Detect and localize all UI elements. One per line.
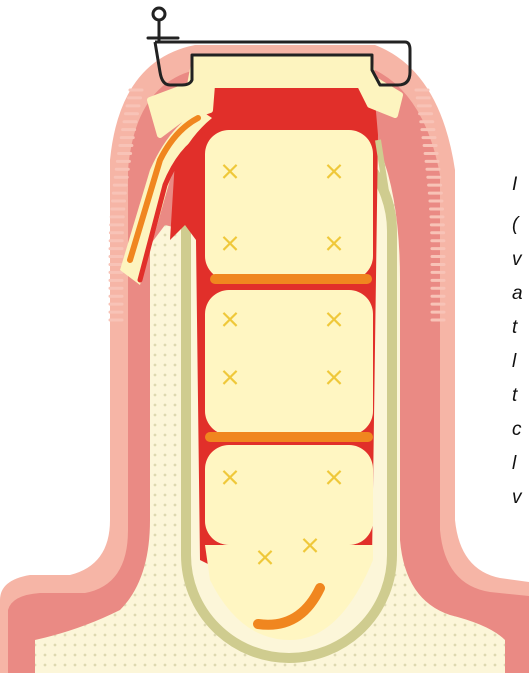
- caption-fragment-8: c: [512, 420, 522, 439]
- x-marker: ×: [219, 305, 241, 335]
- suture-hook: [148, 20, 178, 42]
- x-marker: ×: [323, 229, 345, 259]
- caption-fragment-4: a: [512, 284, 523, 303]
- suture-loop: [153, 8, 165, 20]
- x-marker: ×: [323, 363, 345, 393]
- caption-fragment-6: l: [512, 352, 516, 371]
- x-marker: ×: [219, 157, 241, 187]
- caption-fragment-1: I: [512, 175, 517, 194]
- x-marker: ×: [323, 463, 345, 493]
- x-marker: ×: [323, 157, 345, 187]
- caption-fragment-5: t: [512, 318, 517, 337]
- x-marker: ×: [219, 463, 241, 493]
- x-marker: ×: [219, 363, 241, 393]
- x-marker: ×: [254, 543, 276, 573]
- x-marker: ×: [299, 531, 321, 561]
- x-marker: ×: [323, 305, 345, 335]
- x-marker: ×: [219, 229, 241, 259]
- cream-pad-3: [205, 445, 373, 545]
- orange-band-1: [210, 274, 372, 284]
- caption-fragment-2: (: [512, 215, 518, 234]
- caption-fragment-7: t: [512, 386, 517, 405]
- orange-band-2: [205, 432, 373, 442]
- caption-fragment-9: l: [512, 454, 516, 473]
- caption-fragment-3: v: [512, 250, 522, 269]
- caption-fragment-10: v: [512, 488, 522, 507]
